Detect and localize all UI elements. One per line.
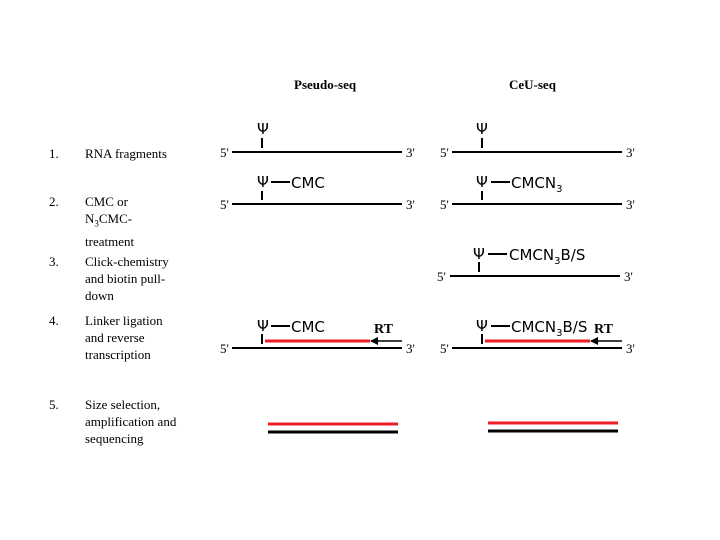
three-prime-label: 3' [626, 341, 635, 356]
five-prime-label: 5' [440, 197, 449, 212]
five-prime-label: 5' [220, 341, 229, 356]
step-4-text: Linker ligation and reverse transcriptio… [85, 313, 163, 362]
row2-ceu-strand: 5' 3' Ψ CMCN3 [440, 173, 635, 212]
step-4-number: 4. [49, 313, 59, 328]
five-prime-label: 5' [437, 269, 446, 284]
five-prime-label: 5' [440, 341, 449, 356]
row5-ceu-product [488, 421, 618, 433]
ceu-seq-header: CeU-seq [509, 77, 556, 92]
row2-pseudo-strand: 5' 3' Ψ CMC [220, 173, 415, 212]
step-1-number: 1. [49, 146, 59, 161]
row1-ceu-strand: 5' 3' Ψ [440, 120, 635, 160]
row3-ceu-strand: 5' 3' Ψ CMCN3B/S [437, 245, 633, 284]
rt-label: RT [594, 322, 614, 337]
step-3-number: 3. [49, 254, 59, 269]
pseudo-seq-header: Pseudo-seq [294, 77, 357, 92]
three-prime-label: 3' [626, 145, 635, 160]
row1-pseudo-strand: 5' 3' Ψ [220, 120, 415, 160]
cmcn3-label: CMCN3 [511, 174, 563, 195]
step-3-text: Click-chemistry and biotin pull- down [85, 254, 169, 303]
three-prime-label: 3' [406, 197, 415, 212]
step-1-text: RNA fragments [85, 146, 167, 161]
psi-symbol: Ψ [476, 120, 488, 138]
row4-pseudo-strand: 5' 3' Ψ CMC RT [220, 317, 415, 356]
psi-symbol: Ψ [257, 173, 269, 191]
cmcn3bs-label: CMCN3B/S [509, 246, 585, 267]
cmc-label: CMC [291, 318, 325, 336]
psi-symbol: Ψ [476, 173, 488, 191]
three-prime-label: 3' [406, 341, 415, 356]
five-prime-label: 5' [440, 145, 449, 160]
five-prime-label: 5' [220, 197, 229, 212]
three-prime-label: 3' [624, 269, 633, 284]
three-prime-label: 3' [406, 145, 415, 160]
three-prime-label: 3' [626, 197, 635, 212]
psi-symbol: Ψ [257, 120, 269, 138]
step-2-text: CMC or N3CMC- treatment [85, 194, 135, 249]
psi-symbol: Ψ [473, 245, 485, 263]
cmcn3bs-label: CMCN3B/S [511, 318, 587, 339]
step-5-text: Size selection, amplification and sequen… [85, 397, 177, 446]
row4-ceu-strand: 5' 3' Ψ CMCN3B/S RT [440, 317, 635, 356]
psi-symbol: Ψ [476, 317, 488, 335]
step-2-number: 2. [49, 194, 59, 209]
five-prime-label: 5' [220, 145, 229, 160]
step-5-number: 5. [49, 397, 59, 412]
row5-pseudo-product [268, 422, 398, 434]
rt-label: RT [374, 322, 394, 337]
psi-symbol: Ψ [257, 317, 269, 335]
cmc-label: CMC [291, 174, 325, 192]
